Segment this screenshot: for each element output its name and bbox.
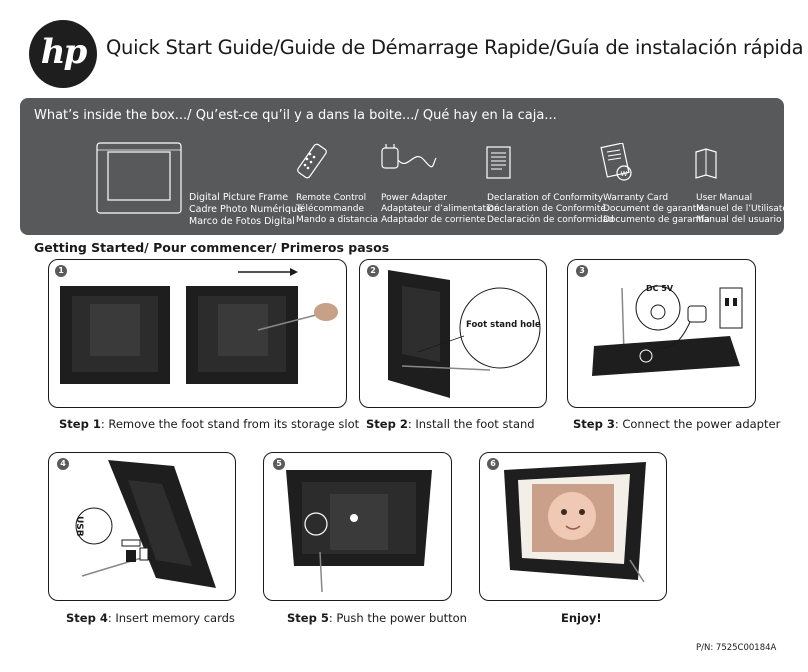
label-line: Marco de Fotos Digital [189,216,295,227]
part-number: P/N: 7525C00184A [696,643,777,653]
item-label-manual: User Manual Manuel de l’Utilisateur Manu… [696,193,797,226]
step-3-illustration [592,285,743,376]
label-line: Télécommande [296,204,365,214]
step-3-caption: Step 3: Connect the power adapter [573,417,780,431]
svg-text:W: W [621,170,628,178]
label-line: Cadre Photo Numérique [189,204,303,215]
dc-5v-callout: DC 5V [646,284,674,293]
label-line: Manual del usuario [696,215,782,225]
picture-frame-icon [96,142,182,214]
step-3-card [567,259,756,408]
step-4-prefix: Step 4 [66,611,108,625]
label-line: Remote Control [296,193,367,203]
box-contents-banner [20,98,784,235]
label-line: Documento de garantía [603,215,710,225]
item-label-warranty: Warranty Card Document de garantie Docum… [603,193,710,226]
label-line: Adaptateur d’alimentation [381,204,500,214]
certificate-icon: W [600,143,632,181]
item-label-adapter: Power Adapter Adaptateur d’alimentation … [381,193,500,226]
booklet-icon [695,148,717,179]
label-line: Declaration of Conformity [487,193,604,203]
step-1-caption: Step 1: Remove the foot stand from its s… [59,417,359,431]
step-1-text: : Remove the foot stand from its storage… [100,417,360,431]
foot-stand-hole-callout: Foot stand hole [466,320,541,330]
label-line: Power Adapter [381,193,447,203]
label-line: Déclaration de Conformité [487,204,606,214]
remote-control-icon [297,143,327,179]
step-6-illustration [504,462,646,583]
item-label-remote: Remote Control Télécommande Mando a dist… [296,193,378,226]
hp-logo-text: hp [40,32,88,72]
step-6-number: 6 [487,458,499,470]
step-5-text: : Push the power button [328,611,467,625]
label-line: Digital Picture Frame [189,192,289,203]
label-line: User Manual [696,193,753,203]
step-1-prefix: Step 1 [59,417,101,431]
step-2-text: : Install the foot stand [407,417,535,431]
label-line: Mando a distancia [296,215,379,225]
label-line: Declaración de conformidad [487,215,614,225]
step-3-number: 3 [576,265,588,277]
usb-callout: USB [74,516,84,537]
label-line: Document de garantie [603,204,705,214]
step-2-number: 2 [367,265,379,277]
step-2-caption: Step 2: Install the foot stand [366,417,535,431]
step-1-number: 1 [55,265,67,277]
step-3-text: : Connect the power adapter [614,417,781,431]
step-5-number: 5 [273,458,285,470]
hp-logo: hp [29,20,97,88]
step-4-illustration [75,460,216,588]
getting-started-heading: Getting Started/ Pour commencer/ Primero… [34,240,390,255]
step-2-illustration [388,270,541,398]
step-4-caption: Step 4: Insert memory cards [66,611,235,625]
item-label-conformity: Declaration of Conformity Déclaration de… [487,193,614,226]
label-line: Manuel de l’Utilisateur [696,204,798,214]
box-contents-heading: What’s inside the box.../ Qu’est-ce qu’i… [34,108,557,123]
step-2-prefix: Step 2 [366,417,408,431]
step-5-illustration [286,470,432,593]
step-1-illustration [60,268,338,384]
item-label-picture-frame: Digital Picture Frame Cadre Photo Numéri… [189,192,303,228]
label-line: Adaptador de corriente [381,215,486,225]
step-4-text: : Insert memory cards [107,611,235,625]
document-icon [486,146,511,179]
step-5-caption: Step 5: Push the power button [287,611,467,625]
power-adapter-icon [381,144,437,169]
step-4-number: 4 [57,458,69,470]
step-3-prefix: Step 3 [573,417,615,431]
label-line: Warranty Card [603,193,669,203]
step-5-prefix: Step 5 [287,611,329,625]
page-title: Quick Start Guide/Guide de Démarrage Rap… [106,36,804,59]
step-6-caption: Enjoy! [561,611,602,625]
